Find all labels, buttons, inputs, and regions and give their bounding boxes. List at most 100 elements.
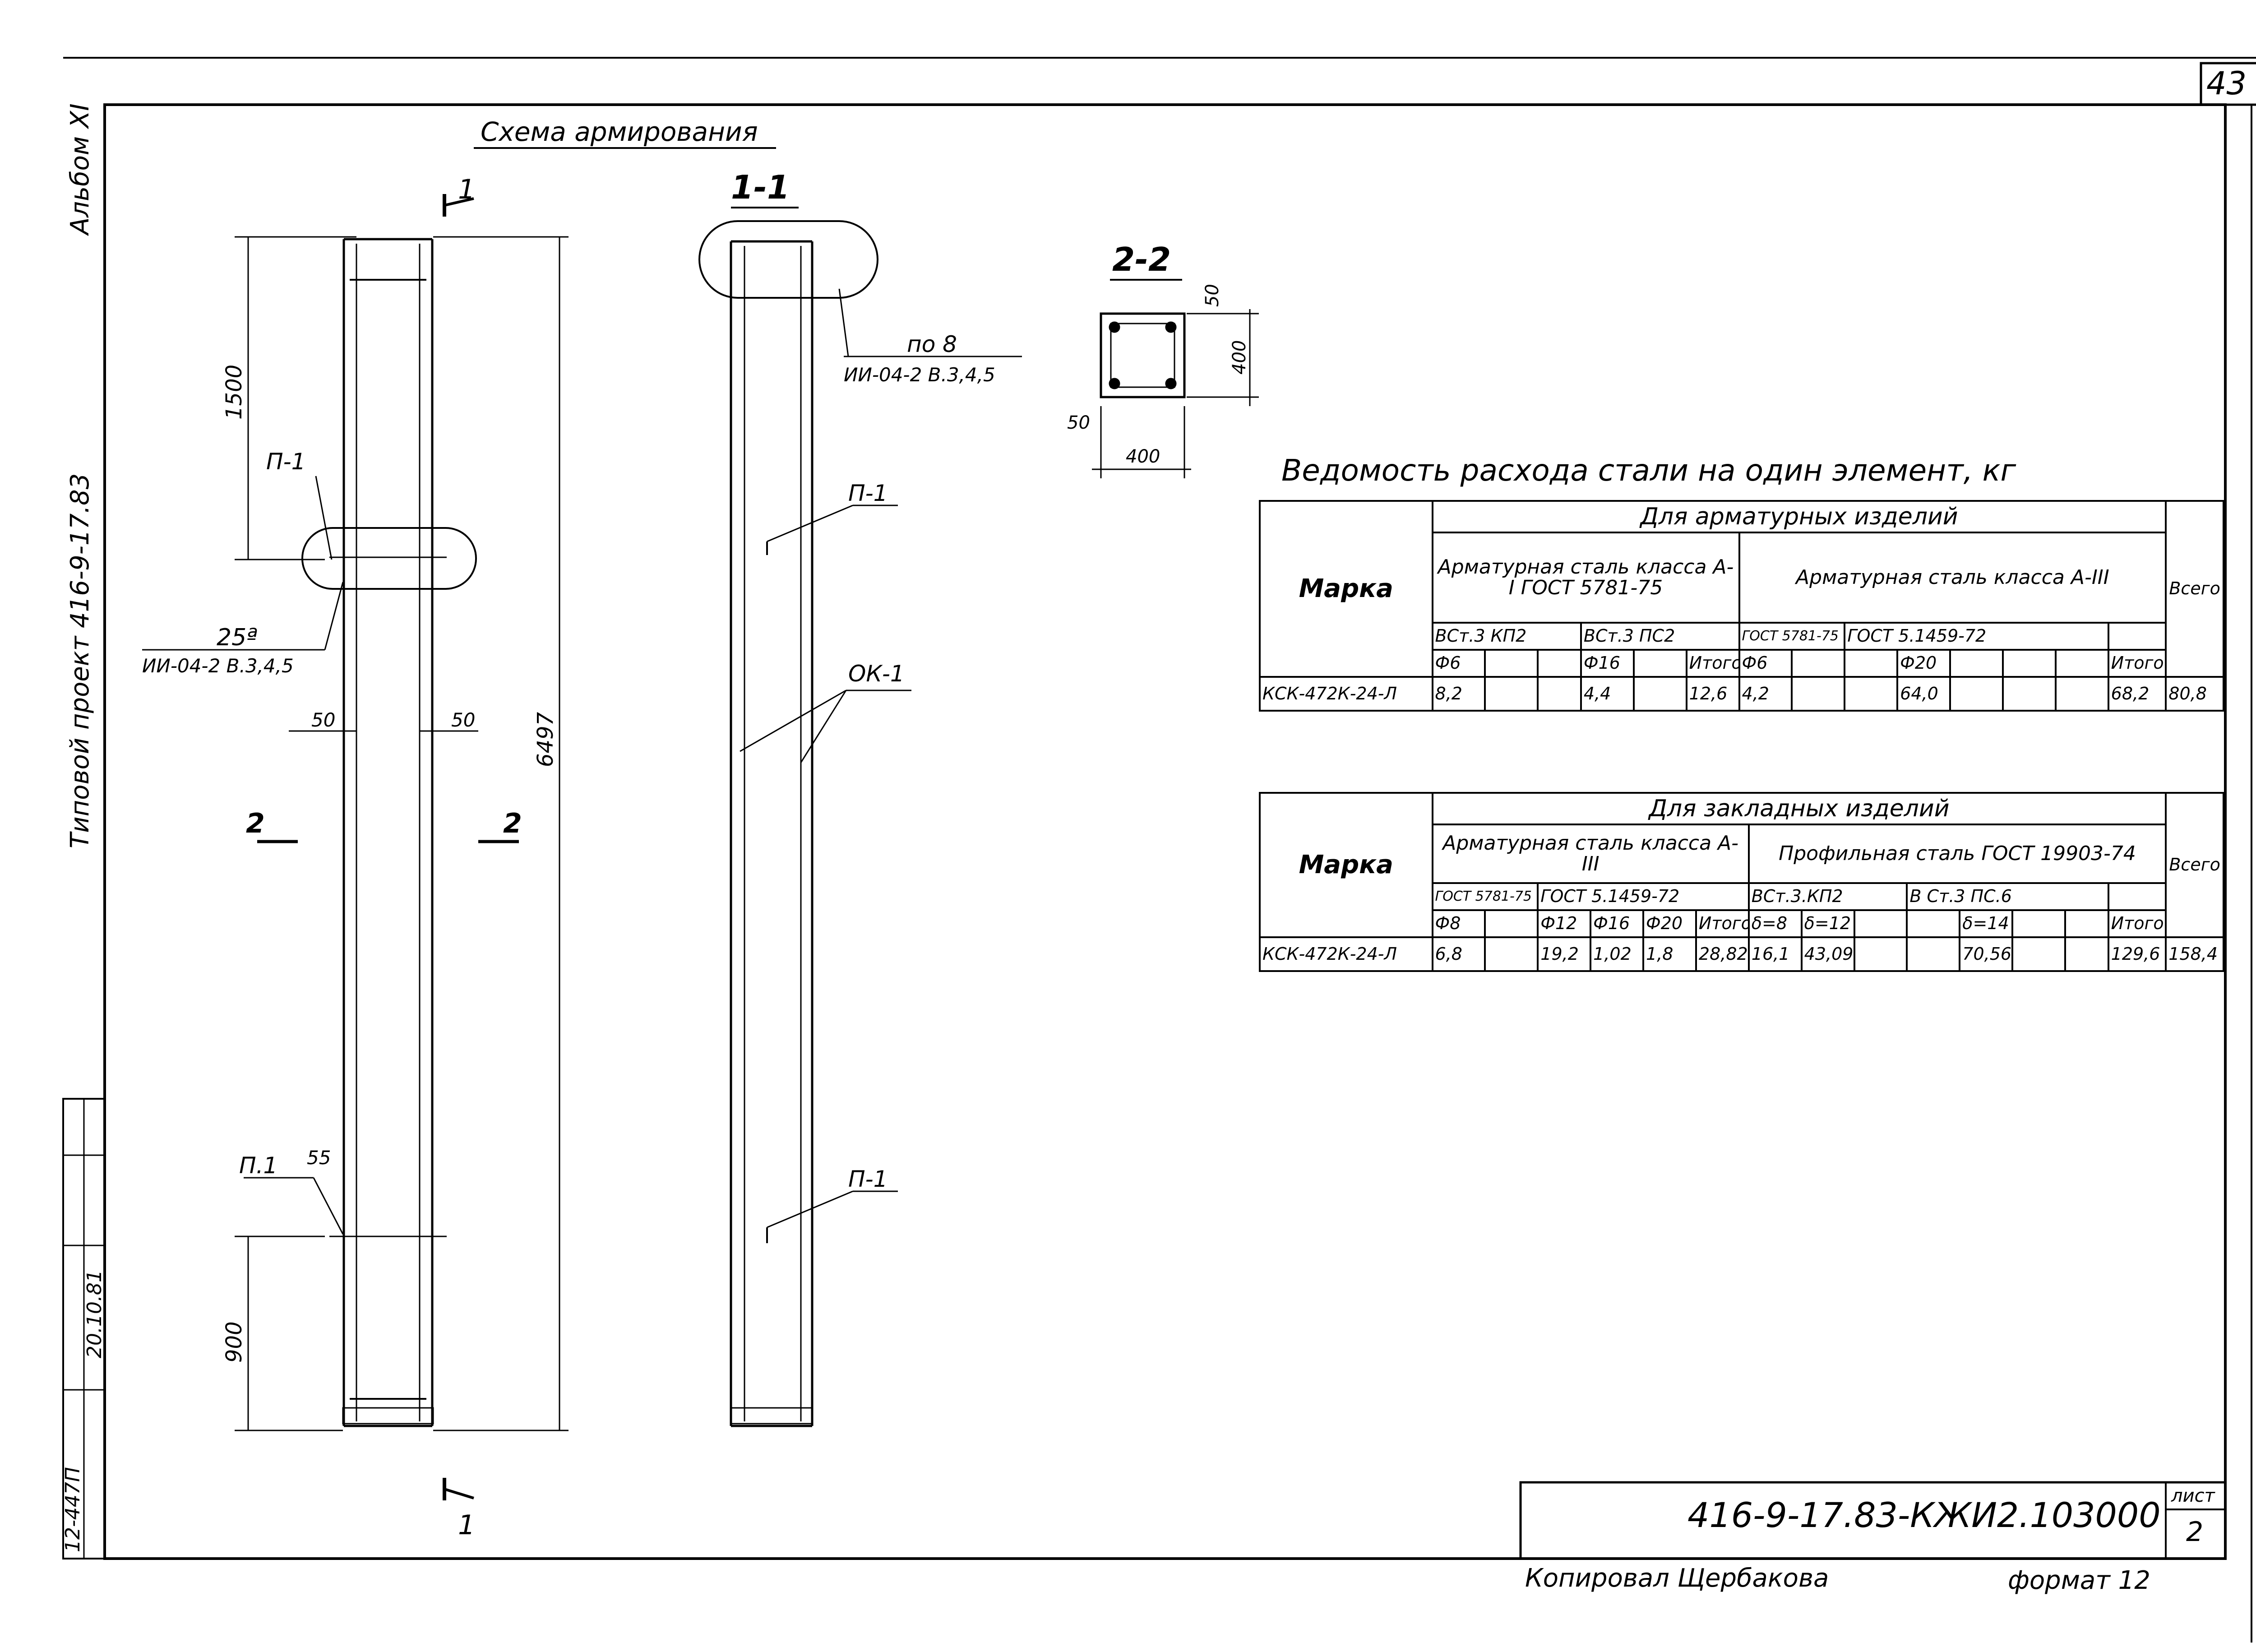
label-ok1: ОК-1 (848, 661, 905, 687)
col-header: δ=14 (1959, 909, 2014, 938)
table-cell: 28,82 (1695, 936, 1750, 972)
table-cell (2054, 676, 2109, 712)
stamp-date: 20.10.81 (83, 1270, 106, 1358)
sub-header: ГОСТ 5.1459-72 (1537, 882, 1750, 911)
table-cell (2002, 676, 2057, 712)
cut-mark-top: 1 (458, 174, 475, 205)
col-header: Ф16 (1590, 909, 1645, 938)
steel-a1-header: Арматурная сталь класса А-I ГОСТ 5781-75 (1431, 532, 1740, 624)
col-header: δ=8 (1747, 909, 1803, 938)
table-cell (1949, 676, 2004, 712)
table-cell: 4,4 (1580, 676, 1635, 712)
table-cell: 19,2 (1537, 936, 1592, 972)
col-header: Ф20 (1642, 909, 1697, 938)
section-1-1-label: 1-1 (731, 168, 790, 206)
sheet-number-box (2200, 62, 2256, 106)
label-p1-top: П-1 (266, 449, 305, 475)
steel-table-embedded: Марка Для закладных изделий Всего Армату… (1259, 792, 2224, 972)
section-1-1-oval (698, 220, 878, 299)
table-cell (2064, 936, 2109, 972)
table-cell (1632, 676, 1687, 712)
col-header (1484, 909, 1539, 938)
col-header: Ф20 (1896, 649, 1951, 678)
dim-50-right: 50 (451, 709, 475, 731)
col-header: Ф8 (1431, 909, 1486, 938)
sub-header: ГОСТ 5781-75 (1431, 882, 1539, 911)
note-po8-ref: ИИ-04-2 В.3,4,5 (844, 364, 995, 386)
note-po8: по 8 (907, 331, 957, 357)
table-cell: 4,2 (1738, 676, 1793, 712)
sub-header: ВСт.3 ПС2 (1580, 622, 1740, 651)
table-cell: 158,4 (2165, 936, 2224, 972)
column-elevation (142, 194, 569, 1500)
cut-mark-2-left: 2 (246, 808, 265, 839)
row-marka: КСК-472К-24-Л (1259, 676, 1433, 712)
table-cell: 6,8 (1431, 936, 1486, 972)
table-cell: 8,2 (1431, 676, 1486, 712)
group-header: Для арматурных изделий (1431, 500, 2167, 533)
col-header (1853, 909, 1908, 938)
sub-header-empty (2107, 622, 2167, 651)
table-cell (1484, 676, 1539, 712)
cut-mark-bottom: 1 (458, 1509, 475, 1541)
cut-mark-2-right: 2 (503, 808, 522, 839)
col-total: Всего (2165, 500, 2224, 678)
col-header (1791, 649, 1846, 678)
sub-header: В Ст.3 ПС.6 (1906, 882, 2109, 911)
col-header (2002, 649, 2057, 678)
sheet-frame (103, 103, 2227, 1560)
table-cell (2011, 936, 2066, 972)
steel-a3-header: Арматурная сталь класса А-III (1738, 532, 2167, 624)
title-block (1519, 1481, 2227, 1560)
table-cell: 64,0 (1896, 676, 1951, 712)
col-header: Ф12 (1537, 909, 1592, 938)
col-header: Итого (2107, 649, 2167, 678)
steel-table-reinforcement: Марка Для арматурных изделий Всего Армат… (1259, 500, 2224, 712)
table-cell: 1,02 (1590, 936, 1645, 972)
dim-900: 900 (222, 1321, 247, 1363)
table-cell: 16,1 (1747, 936, 1803, 972)
format-label: формат 12 (2008, 1566, 2150, 1595)
col-header (1632, 649, 1687, 678)
col-header: Итого (2107, 909, 2167, 938)
label-p1-bottom: П.1 (239, 1152, 277, 1179)
section-2-2-label: 2-2 (1112, 241, 1171, 278)
col-header (1537, 649, 1582, 678)
row-marka: КСК-472К-24-Л (1259, 936, 1433, 972)
note-25a-ref: ИИ-04-2 В.3,4,5 (142, 655, 294, 677)
drawing-code: 416-9-17.83-КЖИ2.103000 (1687, 1495, 2161, 1535)
table-cell: 129,6 (2107, 936, 2167, 972)
col-marka: Марка (1259, 792, 1433, 938)
col-header: Итого (1695, 909, 1750, 938)
sheet-value: 2 (2186, 1516, 2204, 1548)
stamp-archive-no: 12-447П (61, 1467, 84, 1552)
dim-400-side: 400 (1229, 340, 1250, 375)
col-header (1844, 649, 1899, 678)
profile-steel-header: Профильная сталь ГОСТ 19903-74 (1747, 824, 2167, 884)
sub-header: ВСт.3 КП2 (1431, 622, 1582, 651)
album-label: Альбом XI (65, 103, 95, 235)
sub-header: ГОСТ 5781-75 (1738, 622, 1846, 651)
col-header: Ф6 (1431, 649, 1486, 678)
drawing-title: Схема армирования (481, 116, 758, 147)
col-header: Ф6 (1738, 649, 1793, 678)
table-cell (1791, 676, 1846, 712)
dim-6497: 6497 (533, 712, 558, 767)
col-header (2054, 649, 2109, 678)
steel-a3-header: Арматурная сталь класса А-III (1431, 824, 1750, 884)
table-cell (1537, 676, 1582, 712)
sheet-label: лист (2171, 1485, 2215, 1506)
label-p1-right-top: П-1 (848, 480, 888, 506)
dim-400-bottom: 400 (1126, 446, 1160, 467)
table-cell: 43,09 (1800, 936, 1855, 972)
table1-title: Ведомость расхода стали на один элемент,… (1281, 453, 2016, 488)
table-cell: 12,6 (1685, 676, 1740, 712)
dim-1500: 1500 (222, 365, 247, 420)
col-header (1484, 649, 1539, 678)
dim-50-bottom-left: 50 (1067, 412, 1090, 433)
table-cell (1484, 936, 1539, 972)
copied-by: Копировал Щербакова (1525, 1564, 1829, 1593)
col-header (2064, 909, 2109, 938)
